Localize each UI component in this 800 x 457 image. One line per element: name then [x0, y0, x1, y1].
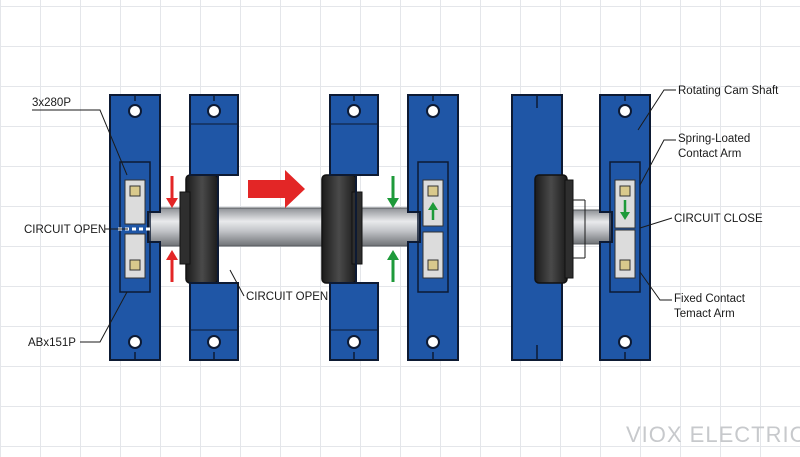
cam-rotor-1 [179, 174, 219, 284]
red-arrows-left [166, 176, 178, 282]
label-bottom-left: ABx151P [28, 337, 76, 349]
contact-plate-2 [189, 94, 239, 361]
direction-arrow-red [248, 170, 305, 208]
label-circuit-open-left: CIRCUIT OPEN [24, 224, 106, 236]
cam-rotor-3 [534, 174, 586, 284]
watermark-logo: VIOX ELECTRIC [626, 422, 800, 447]
label-circuit-open-bottom: CIRCUIT OPEN [246, 291, 328, 303]
leader-lines [32, 89, 676, 343]
label-fixed-contact-2: Temact Arm [674, 308, 735, 320]
label-spring-loaded-2: Contact Arm [678, 148, 741, 160]
label-fixed-contact-1: Fixed Contact [674, 293, 746, 305]
contact-plate-3 [329, 94, 379, 361]
contact-plate-1 [109, 94, 161, 361]
label-circuit-close: CIRCUIT CLOSE [674, 213, 763, 225]
contact-plate-4 [407, 94, 459, 361]
label-spring-loaded-1: Spring-Loated [678, 133, 750, 145]
label-top-left: 3x280P [32, 97, 71, 109]
contact-plate-6 [599, 94, 651, 361]
green-arrows-outer [387, 176, 399, 282]
label-rotating-cam-shaft: Rotating Cam Shaft [678, 85, 779, 97]
